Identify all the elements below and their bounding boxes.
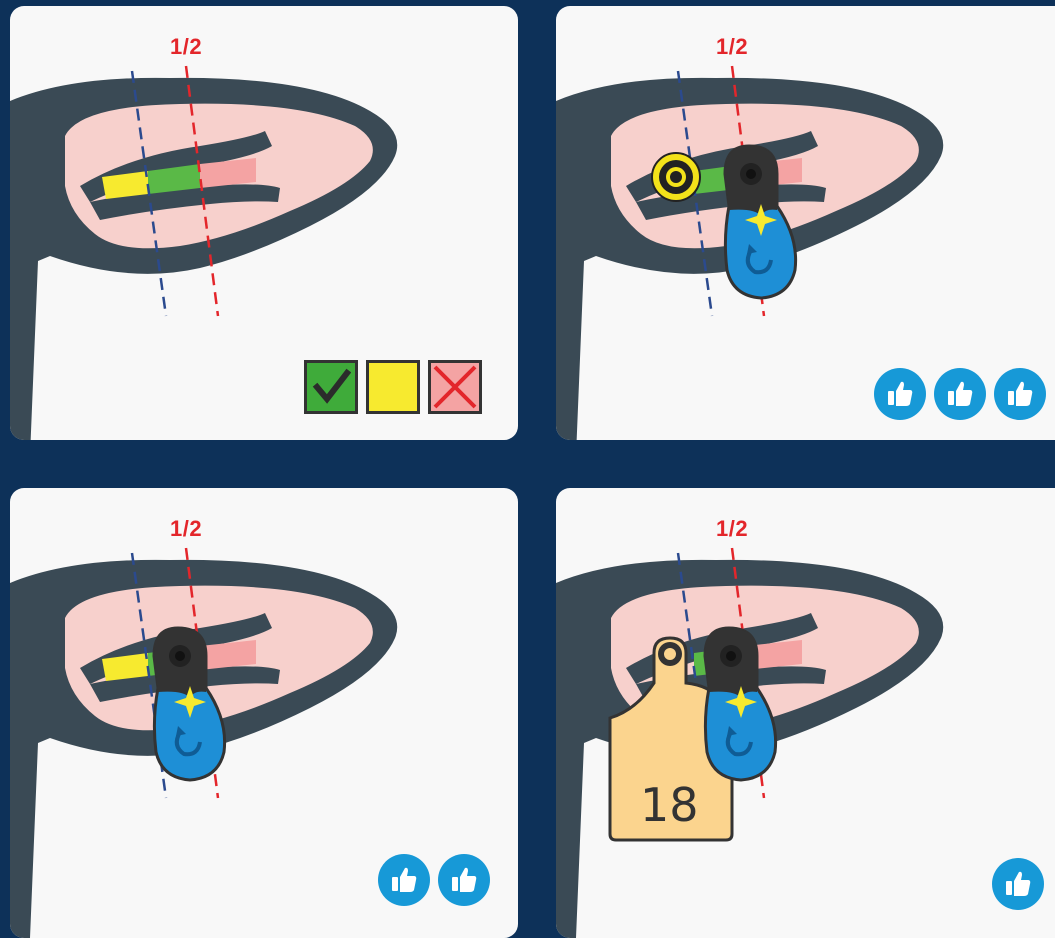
legend-good-box — [304, 360, 358, 414]
half-label: 1/2 — [170, 516, 202, 542]
legend-bad-box — [428, 360, 482, 414]
panel-ear-zones: 1/2 — [10, 6, 518, 440]
check-icon — [311, 367, 351, 407]
thumbs-up-icon — [994, 368, 1046, 420]
legend-acceptable-box — [366, 360, 420, 414]
cross-icon — [433, 365, 477, 409]
half-label: 1/2 — [716, 516, 748, 542]
thumbs-up-icon — [934, 368, 986, 420]
thumbs-up-icon — [438, 854, 490, 906]
thumbs-up-icon — [874, 368, 926, 420]
ear-diagram — [556, 488, 1055, 938]
tag-number: 18 — [640, 778, 699, 832]
half-label: 1/2 — [170, 34, 202, 60]
half-label: 1/2 — [716, 34, 748, 60]
rating-thumbs — [992, 858, 1044, 910]
panel-button-tag: 1/2 — [556, 6, 1055, 440]
rating-thumbs — [874, 368, 1046, 420]
rating-thumbs — [378, 854, 490, 906]
zone-legend — [304, 360, 482, 414]
thumbs-up-icon — [992, 858, 1044, 910]
panel-flag-tag: 1/2 18 — [556, 488, 1055, 938]
thumbs-up-icon — [378, 854, 430, 906]
panel-middle-tag: 1/2 — [10, 488, 518, 938]
button-tag-icon — [652, 153, 700, 201]
